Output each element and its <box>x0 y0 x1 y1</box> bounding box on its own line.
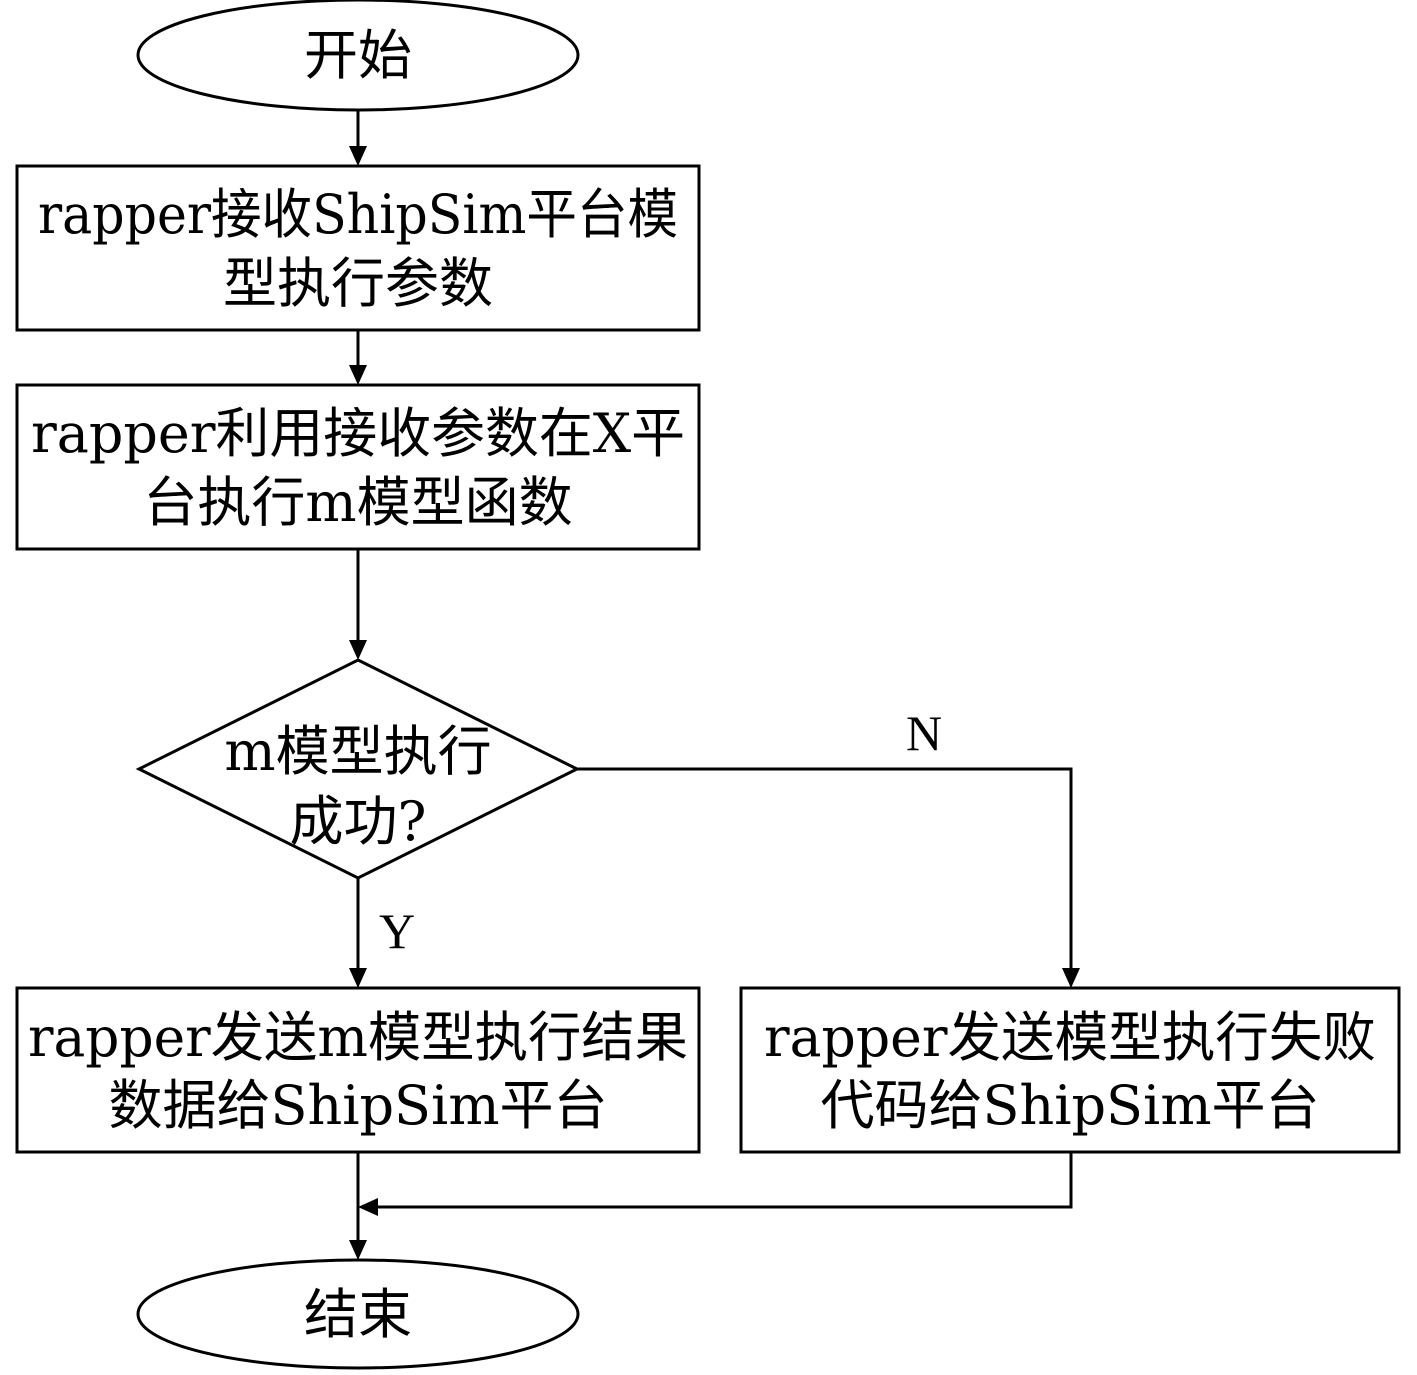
edge-execute-to-decision <box>349 549 367 660</box>
process-execute-line1: rapper利用接收参数在X平 <box>31 402 685 465</box>
end-label: 结束 <box>304 1283 412 1346</box>
edge-decision-no: N <box>577 705 1080 988</box>
decision-line2: 成功? <box>290 790 427 853</box>
process-receive-line1: rapper接收ShipSim平台模 <box>38 183 678 246</box>
process-send-result-line2: 数据给ShipSim平台 <box>108 1074 607 1137</box>
decision-model-success: m模型执行 成功? <box>135 658 581 880</box>
edge-no-label: N <box>906 705 942 761</box>
end-node: 结束 <box>136 1258 580 1370</box>
edge-yes-label: Y <box>379 903 415 959</box>
process-send-failure-line2: 代码给ShipSim平台 <box>820 1074 1319 1137</box>
edge-receive-to-execute <box>349 330 367 385</box>
process-receive-line2: 型执行参数 <box>223 252 493 315</box>
process-execute-line2: 台执行m模型函数 <box>143 471 572 534</box>
decision-line1: m模型执行 <box>224 720 491 783</box>
edge-result-to-end <box>349 1152 367 1260</box>
start-node: 开始 <box>136 0 580 112</box>
start-label: 开始 <box>304 24 412 87</box>
process-execute-model: rapper利用接收参数在X平 台执行m模型函数 <box>15 383 701 551</box>
process-send-failure-line1: rapper发送模型执行失败 <box>764 1006 1376 1069</box>
edge-start-to-receive <box>349 110 367 166</box>
process-receive-parameters: rapper接收ShipSim平台模 型执行参数 <box>15 164 701 332</box>
process-send-result-line1: rapper发送m模型执行结果 <box>28 1006 688 1069</box>
process-send-result: rapper发送m模型执行结果 数据给ShipSim平台 <box>15 986 701 1154</box>
process-send-failure: rapper发送模型执行失败 代码给ShipSim平台 <box>739 986 1401 1154</box>
edge-failure-to-merge <box>358 1152 1073 1216</box>
edge-decision-yes: Y <box>349 878 415 988</box>
